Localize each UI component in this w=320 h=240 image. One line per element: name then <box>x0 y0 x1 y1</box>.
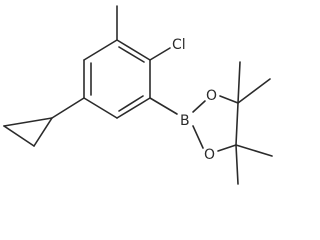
double-bond-inner-1 <box>118 46 145 63</box>
methyl-top-up-bond <box>237 61 241 104</box>
methyl-bottom-right-bond <box>235 144 273 157</box>
aryl-boron-bond <box>149 97 178 115</box>
cyclopropyl-bond-1 <box>33 117 53 147</box>
oxygen-top-label: O <box>206 88 217 104</box>
oxygen-bottom-label: O <box>204 147 215 163</box>
double-bond-inner-2 <box>118 95 144 112</box>
chlorine-label: Cl <box>172 37 186 53</box>
bond-c6-c1 <box>83 39 118 61</box>
cyclopropyl-bond-3 <box>3 117 53 127</box>
cyclopropyl-ring <box>3 117 53 147</box>
bond-c3-c4 <box>116 97 151 119</box>
dioxaborolane-ring: O O <box>192 88 239 163</box>
bond-c1-c2 <box>116 39 151 61</box>
chlorine-bond <box>149 47 171 61</box>
bond-c4-c5 <box>83 97 118 119</box>
structure-canvas: Cl B O O <box>3 5 273 185</box>
oxygen-bottom-boron-bond <box>192 125 204 149</box>
carbon-oxygen-bottom-bond <box>217 144 237 152</box>
carbon-carbon-ring-bond <box>235 102 239 146</box>
molecule-diagram: Cl B O O <box>3 5 273 185</box>
oxygen-top-carbon-bond <box>219 95 239 104</box>
methyl-bottom-down-bond <box>235 144 239 185</box>
benzene-ring <box>83 39 151 119</box>
boron-label: B <box>180 113 190 129</box>
methyl-top-right-bond <box>237 78 271 104</box>
boron-oxygen-top-bond <box>192 100 206 113</box>
cyclopropyl-bond <box>51 97 85 119</box>
cyclopropyl-bond-2 <box>3 125 35 147</box>
